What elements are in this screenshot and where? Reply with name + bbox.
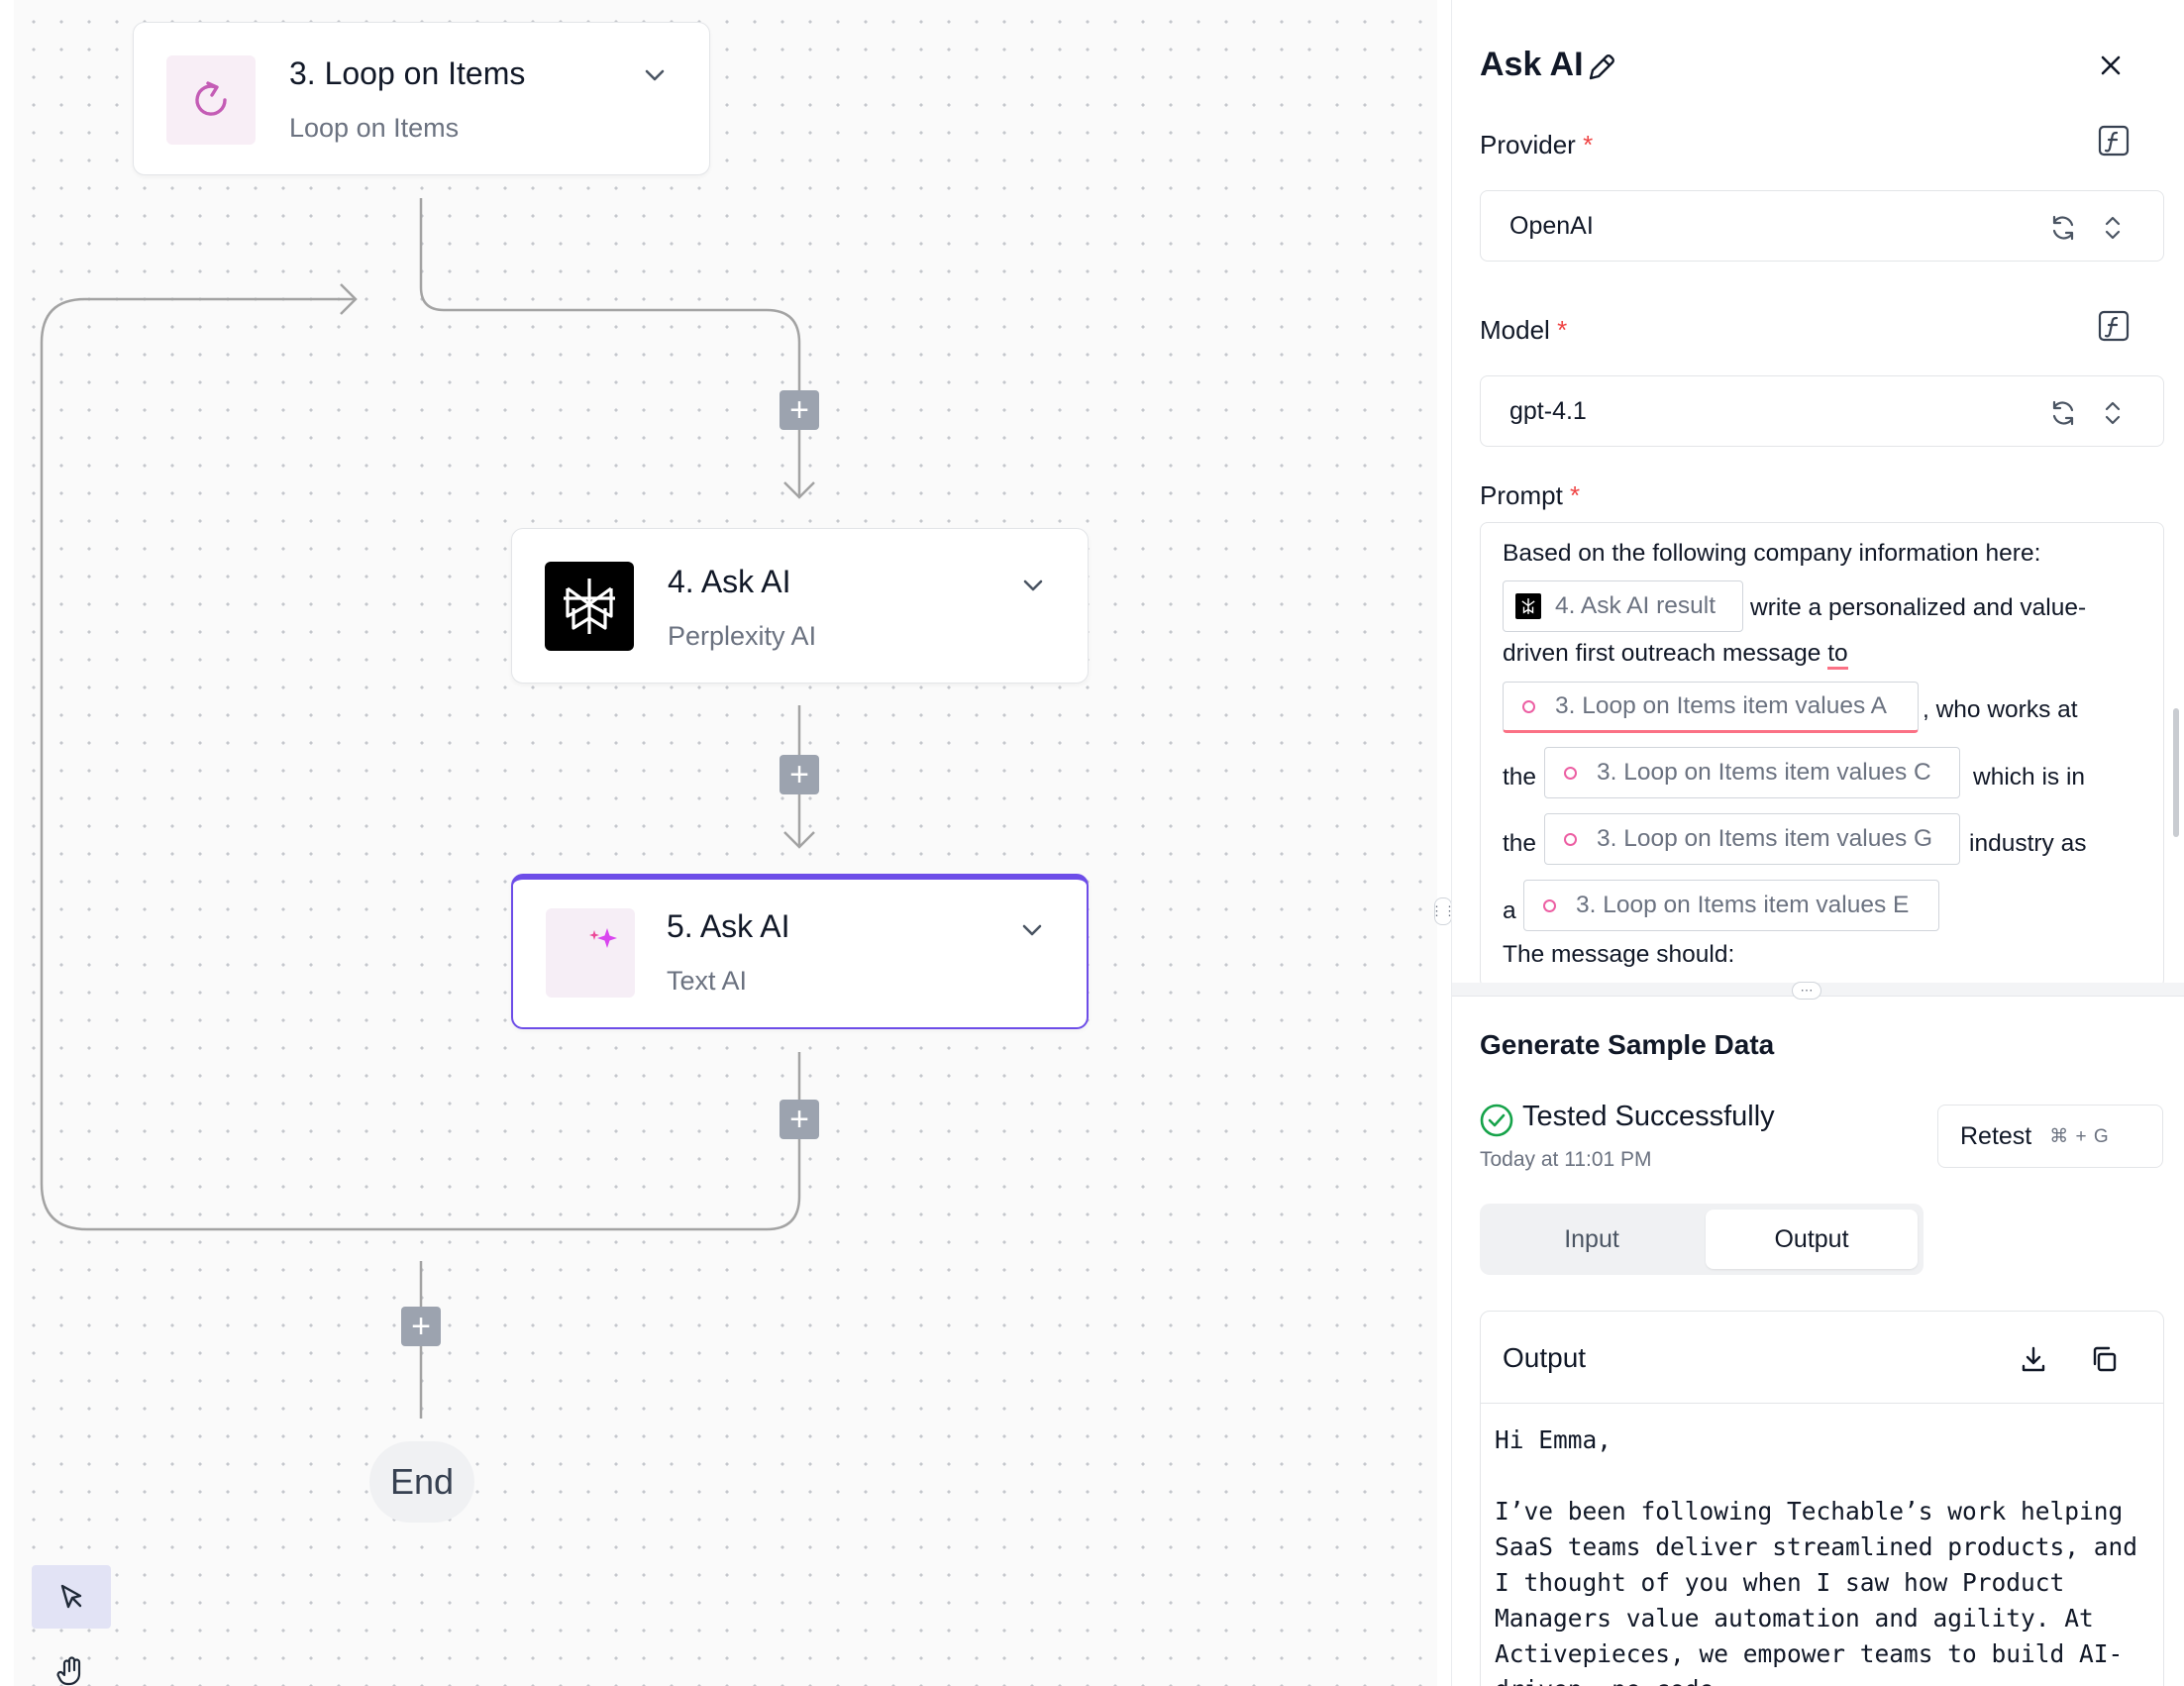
tab-output[interactable]: Output (1706, 1210, 1918, 1269)
required-mark: * (1570, 480, 1581, 510)
chevron-down-icon[interactable] (1019, 917, 1045, 943)
model-label: Model * (1480, 315, 1567, 346)
loop-icon (1557, 826, 1583, 852)
text-ai-icon (546, 908, 635, 998)
panel-title: Ask AI (1480, 46, 1584, 83)
flow-edges (40, 198, 815, 1419)
step-subtitle: Perplexity AI (668, 621, 817, 651)
retest-label: Retest (1960, 1121, 2032, 1150)
prompt-variable-chip[interactable]: 3. Loop on Items item values A (1503, 682, 1919, 733)
output-card: Output Hi Emma, I’ve been following Tech… (1480, 1311, 2164, 1686)
add-step-button[interactable]: + (780, 390, 819, 430)
spell-check-word: to (1827, 640, 1848, 670)
refresh-icon[interactable] (2048, 398, 2078, 428)
chip-label: 3. Loop on Items item values A (1555, 692, 1888, 719)
copy-icon[interactable] (2089, 1344, 2119, 1374)
chip-label: 3. Loop on Items item values C (1597, 759, 1931, 786)
provider-value: OpenAI (1509, 212, 1594, 240)
prompt-label-text: Prompt (1480, 480, 1563, 510)
prompt-text: the (1503, 764, 1537, 790)
prompt-text: the (1503, 830, 1537, 857)
prompt-variable-chip[interactable]: 3. Loop on Items item values C (1544, 747, 1960, 798)
perplexity-logo-icon (1515, 593, 1541, 619)
provider-label-text: Provider (1480, 130, 1576, 159)
pan-hand-tool[interactable] (32, 1639, 111, 1686)
model-select[interactable]: gpt-4.1 (1480, 375, 2164, 447)
download-icon[interactable] (2019, 1344, 2048, 1374)
output-header: Output (1481, 1312, 2163, 1404)
prompt-text: Based on the following company informati… (1503, 540, 2041, 567)
dynamic-value-toggle-icon[interactable] (2097, 124, 2131, 158)
chevron-down-icon[interactable] (642, 62, 668, 88)
step-card-ask-ai-text[interactable]: 5. Ask AI Text AI (511, 874, 1089, 1029)
required-mark: * (1557, 315, 1568, 345)
loop-icon (1536, 893, 1562, 918)
loop-icon (1515, 693, 1541, 719)
check-circle-icon (1480, 1104, 1513, 1137)
input-output-tabs: Input Output (1480, 1204, 1924, 1275)
chevron-up-down-icon (2105, 216, 2121, 240)
refresh-icon[interactable] (2048, 213, 2078, 243)
add-step-button[interactable]: + (401, 1307, 441, 1346)
pan-hand-icon (56, 1656, 81, 1686)
chip-label: 3. Loop on Items item values G (1597, 825, 1933, 852)
step-title: 4. Ask AI (668, 564, 791, 599)
step-title: 3. Loop on Items (289, 55, 526, 91)
step-subtitle: Text AI (667, 966, 748, 996)
step-settings-panel: Ask AI Provider * OpenAI Model * gpt-4.1… (1451, 0, 2184, 1686)
add-step-button[interactable]: + (780, 1100, 819, 1139)
vertical-resize-handle[interactable]: ⋮⋮ (1430, 897, 1456, 925)
add-step-button[interactable]: + (780, 755, 819, 794)
prompt-variable-chip[interactable]: 4. Ask AI result (1503, 580, 1743, 632)
prompt-text: a (1503, 897, 1516, 924)
select-pointer-icon (60, 1584, 82, 1609)
retest-button[interactable]: Retest ⌘ + G (1937, 1105, 2163, 1168)
chip-label: 4. Ask AI result (1555, 592, 1716, 619)
loop-icon (1557, 760, 1583, 786)
model-label-text: Model (1480, 315, 1550, 345)
test-status: Tested Successfully (1522, 1101, 1775, 1132)
step-title: 5. Ask AI (667, 908, 790, 944)
close-icon[interactable] (2097, 52, 2125, 79)
loop-icon (166, 55, 256, 145)
model-value: gpt-4.1 (1509, 397, 1587, 425)
prompt-text: industry as (1969, 830, 2087, 857)
end-node: End (369, 1441, 474, 1523)
provider-select[interactable]: OpenAI (1480, 190, 2164, 262)
section-title: Generate Sample Data (1480, 1029, 1775, 1060)
prompt-variable-chip[interactable]: 3. Loop on Items item values E (1523, 880, 1939, 931)
test-timestamp: Today at 11:01 PM (1480, 1148, 1652, 1171)
chevron-down-icon[interactable] (1020, 573, 1046, 598)
prompt-text: , who works at (1923, 696, 2078, 723)
select-pointer-tool[interactable] (32, 1565, 111, 1629)
prompt-text: write a personalized and value- (1750, 594, 2087, 621)
output-text: Hi Emma, I’ve been following Techable’s … (1495, 1425, 2138, 1686)
step-card-loop[interactable]: 3. Loop on Items Loop on Items (133, 22, 710, 175)
step-subtitle: Loop on Items (289, 113, 460, 143)
prompt-text: The message should: (1503, 941, 1735, 968)
step-card-ask-ai-perplexity[interactable]: 4. Ask AI Perplexity AI (511, 528, 1089, 684)
chip-label: 3. Loop on Items item values E (1576, 892, 1910, 918)
flow-canvas[interactable]: 3. Loop on Items Loop on Items + 4. Ask … (14, 0, 1437, 1686)
panel-scrollbar[interactable] (2173, 708, 2179, 837)
prompt-text: which is in (1973, 764, 2086, 790)
tab-input[interactable]: Input (1564, 1224, 1619, 1253)
horizontal-resize-handle[interactable]: ⋯ (1792, 982, 1821, 1000)
prompt-label: Prompt * (1480, 480, 1580, 511)
prompt-text-segment: driven first outreach message (1503, 640, 1828, 667)
required-mark: * (1583, 130, 1594, 159)
chevron-up-down-icon (2105, 401, 2121, 425)
prompt-text: driven first outreach message to (1503, 640, 1848, 670)
prompt-editor[interactable]: Based on the following company informati… (1480, 522, 2164, 988)
perplexity-logo-icon (545, 562, 634, 651)
output-title: Output (1503, 1342, 1587, 1373)
dynamic-value-toggle-icon[interactable] (2097, 309, 2131, 343)
prompt-variable-chip[interactable]: 3. Loop on Items item values G (1544, 813, 1960, 865)
provider-label: Provider * (1480, 130, 1593, 160)
keyboard-shortcut: ⌘ + G (2049, 1125, 2110, 1147)
pencil-icon[interactable] (1585, 51, 1618, 84)
